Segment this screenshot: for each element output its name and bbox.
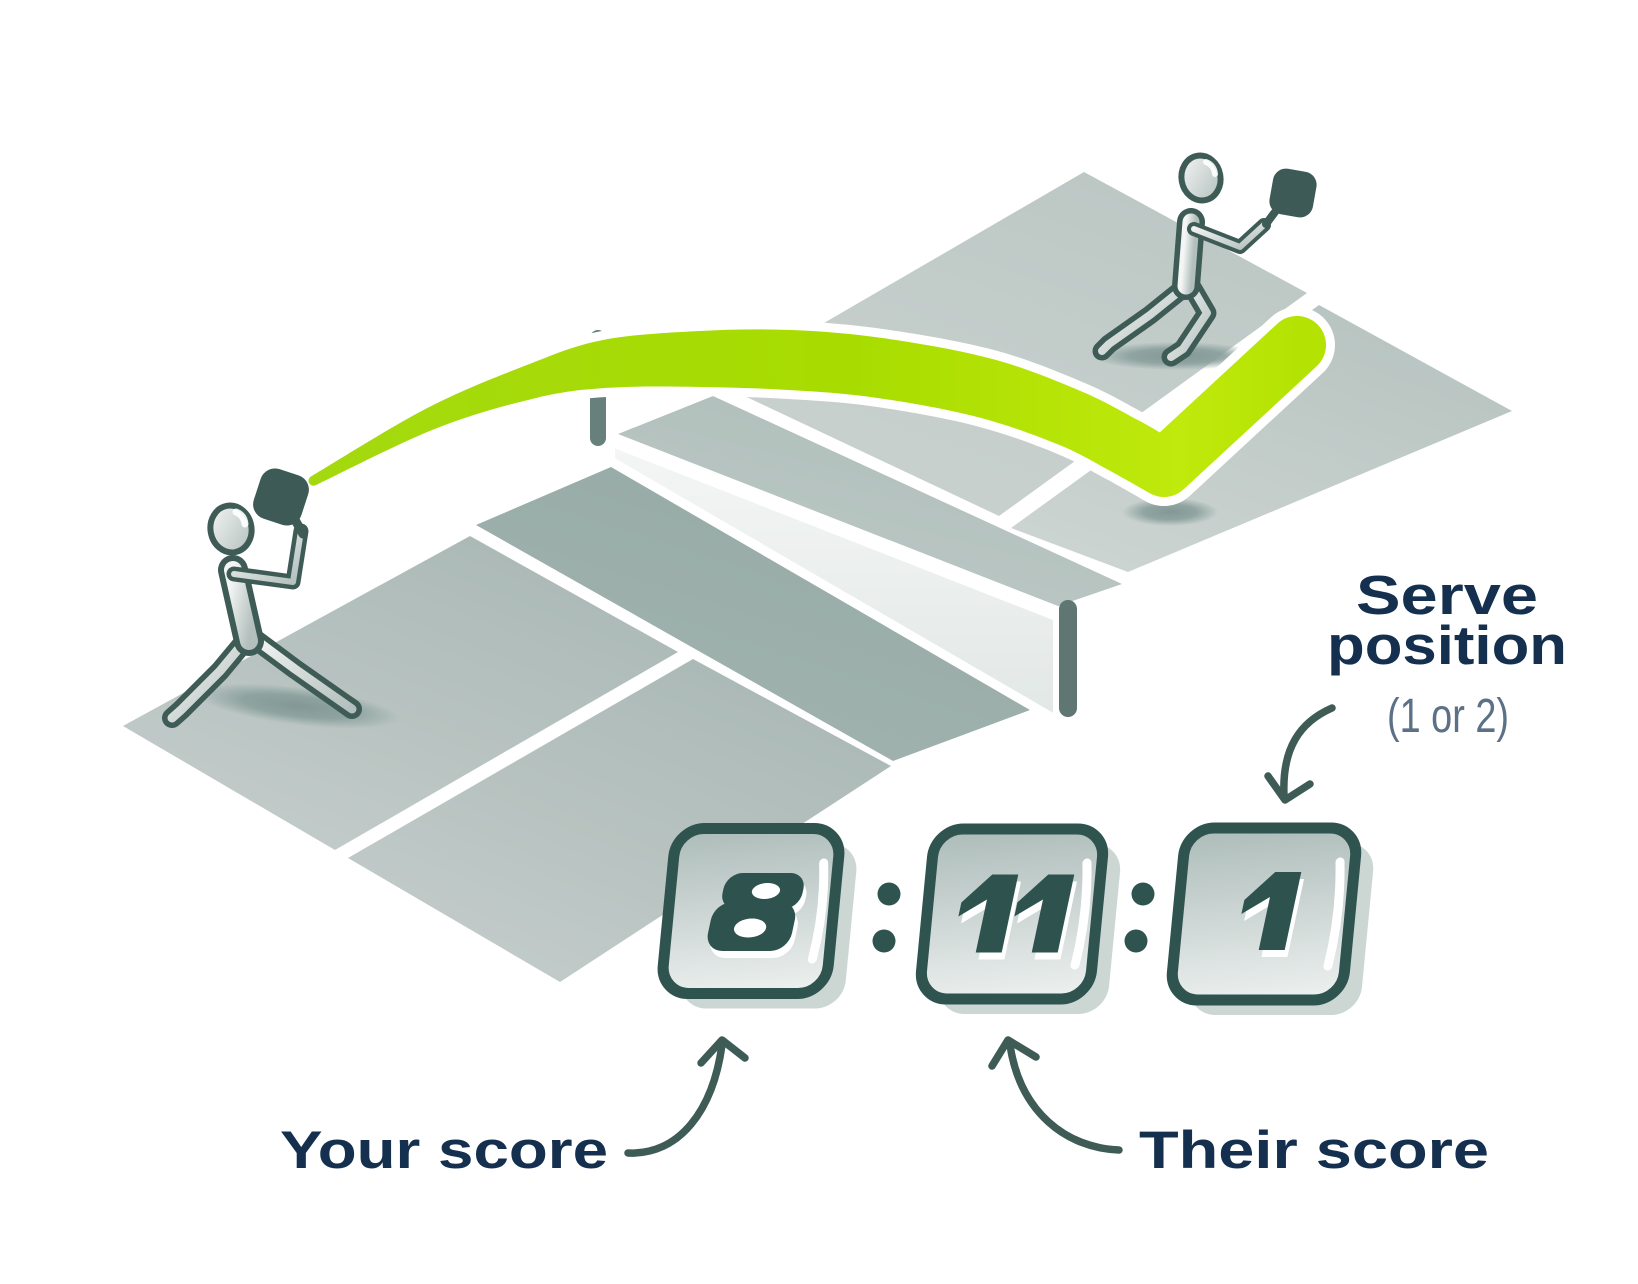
svg-text:Serve: Serve (1356, 564, 1538, 626)
svg-text:(1 or 2): (1 or 2) (1387, 690, 1509, 743)
svg-text:Their score: Their score (1139, 1121, 1489, 1180)
svg-text:Your score: Your score (280, 1121, 608, 1180)
svg-text:position: position (1327, 614, 1567, 676)
